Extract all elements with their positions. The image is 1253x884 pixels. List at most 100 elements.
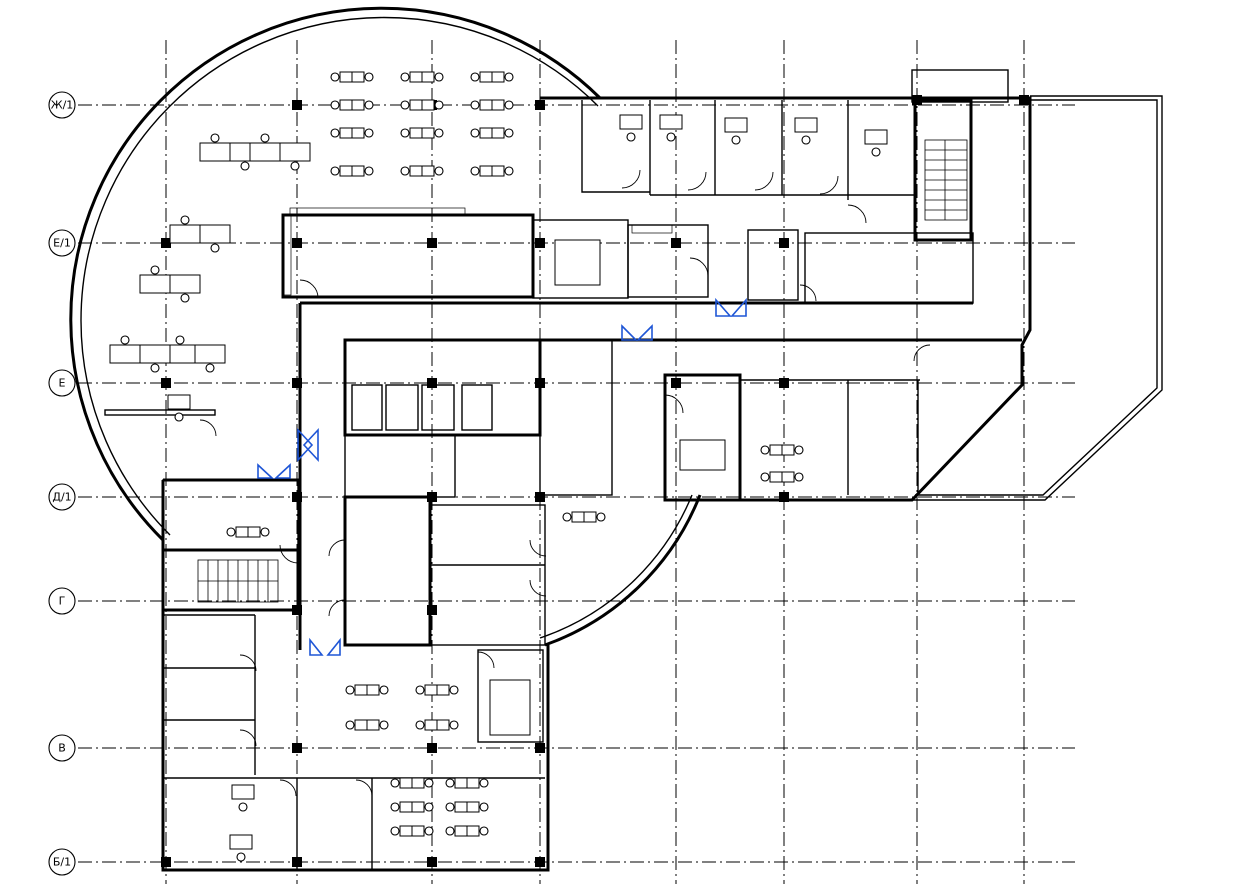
column xyxy=(292,743,302,753)
column xyxy=(427,743,437,753)
column xyxy=(292,378,302,388)
chair xyxy=(434,72,444,82)
workstation-pair xyxy=(470,99,514,111)
chair xyxy=(801,135,811,145)
desk xyxy=(659,114,683,130)
desk xyxy=(491,71,505,83)
desk xyxy=(436,684,450,696)
desk xyxy=(247,526,261,538)
desk xyxy=(491,165,505,177)
desk xyxy=(409,127,423,139)
column xyxy=(427,238,437,248)
chair xyxy=(330,72,340,82)
axis-label: Д/1 xyxy=(52,491,71,504)
column xyxy=(161,378,171,388)
axis-bubble: Е/1 xyxy=(48,229,76,257)
hatched-partition xyxy=(282,207,673,296)
chair xyxy=(205,363,215,373)
desk xyxy=(339,165,353,177)
workstation-pair xyxy=(400,71,444,83)
desk xyxy=(479,165,493,177)
chair xyxy=(379,685,389,695)
column xyxy=(427,492,437,502)
column xyxy=(671,238,681,248)
workstation-pair xyxy=(415,684,459,696)
desk xyxy=(279,142,311,162)
axis-label: Ж/1 xyxy=(51,99,74,112)
workstation-pair xyxy=(760,471,804,483)
chair xyxy=(434,100,444,110)
chair xyxy=(120,335,130,345)
chair xyxy=(504,100,514,110)
stair-left xyxy=(197,559,279,603)
chair xyxy=(415,720,425,730)
workstation-pair xyxy=(470,127,514,139)
axis-bubble: Г xyxy=(48,587,76,615)
column xyxy=(292,857,302,867)
chair xyxy=(596,512,606,522)
office-desk xyxy=(229,834,253,862)
workstation-pair xyxy=(562,511,606,523)
chair xyxy=(390,778,400,788)
desk xyxy=(571,511,585,523)
chair xyxy=(175,335,185,345)
desk xyxy=(424,719,438,731)
chair xyxy=(180,293,190,303)
grid-lines xyxy=(78,40,1075,884)
desk xyxy=(199,224,231,244)
desk xyxy=(231,784,255,800)
column xyxy=(779,238,789,248)
chair xyxy=(470,128,480,138)
axis-label: Г xyxy=(59,595,66,608)
axis-bubble: Д/1 xyxy=(48,483,76,511)
desk xyxy=(794,117,818,133)
desk xyxy=(424,684,438,696)
office-desk xyxy=(864,129,888,157)
desk xyxy=(366,684,380,696)
desk xyxy=(229,834,253,850)
workstations xyxy=(109,71,888,862)
chair xyxy=(794,472,804,482)
chair xyxy=(400,100,410,110)
desk xyxy=(479,127,493,139)
column xyxy=(535,857,545,867)
desk xyxy=(339,99,353,111)
desk xyxy=(351,165,365,177)
desk xyxy=(411,825,425,837)
column xyxy=(292,492,302,502)
column xyxy=(161,238,171,248)
column xyxy=(535,378,545,388)
desk xyxy=(454,777,468,789)
stair-top xyxy=(924,139,968,221)
chair xyxy=(666,132,676,142)
desk xyxy=(619,114,643,130)
workstation-pair xyxy=(330,127,374,139)
axis-bubble: Е xyxy=(48,369,76,397)
desk xyxy=(354,684,368,696)
column xyxy=(292,605,302,615)
desk xyxy=(479,99,493,111)
workstation-pair xyxy=(390,825,434,837)
chair xyxy=(238,802,248,812)
workstation-block xyxy=(109,335,171,373)
meeting-table xyxy=(679,439,726,471)
chair xyxy=(180,215,190,225)
desk xyxy=(491,99,505,111)
column xyxy=(535,492,545,502)
exterior-walls xyxy=(69,6,1163,872)
office-desk xyxy=(659,114,683,142)
workstation-pair xyxy=(330,71,374,83)
column xyxy=(427,378,437,388)
chair xyxy=(330,128,340,138)
desk xyxy=(351,99,365,111)
workstation-pair xyxy=(470,165,514,177)
desk xyxy=(781,444,795,456)
axis-label: Е xyxy=(59,377,66,390)
chair xyxy=(210,133,220,143)
chair xyxy=(400,72,410,82)
chair xyxy=(364,72,374,82)
desk xyxy=(109,344,141,364)
desk xyxy=(199,142,231,162)
chair xyxy=(210,243,220,253)
chair xyxy=(731,135,741,145)
